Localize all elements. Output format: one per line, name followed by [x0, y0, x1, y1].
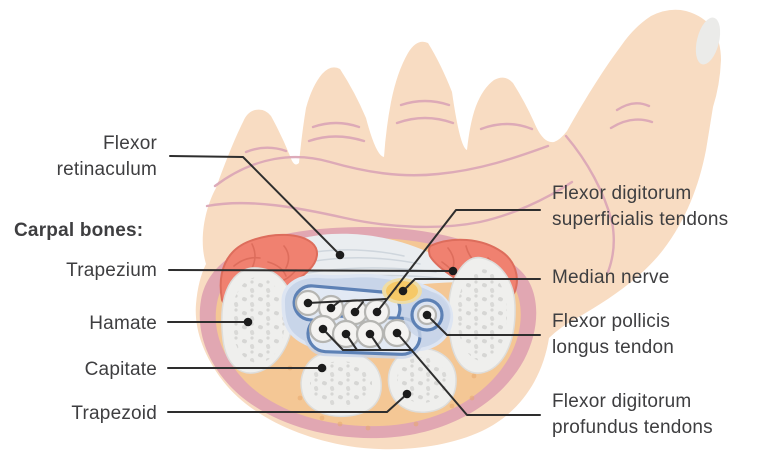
- hamate-bone: [221, 267, 295, 374]
- thumb-nail: [695, 17, 721, 65]
- label-fpl-tendon: Flexor pollicis longus tendon: [552, 311, 674, 358]
- label-trapezoid: Trapezoid: [71, 403, 157, 424]
- capitate-bone: [300, 351, 382, 418]
- label-flexor-retinaculum: Flexor retinaculum: [56, 133, 157, 180]
- label-hamate: Hamate: [89, 313, 157, 334]
- label-fdp-tendons: Flexor digitorum profundus tendons: [552, 391, 713, 438]
- label-capitate: Capitate: [84, 359, 157, 380]
- label-fds-tendons: Flexor digitorum superficialis tendons: [552, 183, 729, 230]
- label-median-nerve: Median nerve: [552, 267, 670, 288]
- palm-creases: [205, 99, 654, 274]
- leader-dots: [243, 250, 458, 399]
- label-carpal-bones-heading: Carpal bones:: [14, 220, 144, 241]
- trapezium-bone: [447, 256, 516, 374]
- label-trapezium: Trapezium: [66, 260, 157, 281]
